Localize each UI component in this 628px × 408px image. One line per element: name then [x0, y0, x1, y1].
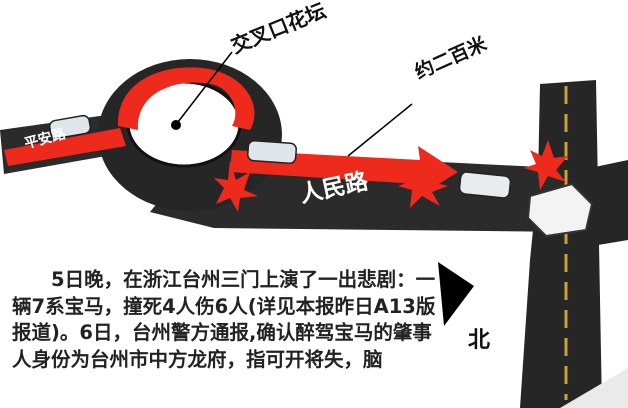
north-label: 北	[468, 328, 491, 353]
route-arrow-loop	[117, 67, 255, 130]
flowerbed-center-dot	[171, 120, 181, 130]
car-icon	[48, 114, 92, 140]
car-icon	[458, 171, 512, 199]
impact-burst-1	[214, 160, 258, 212]
impact-burst-2	[398, 164, 448, 208]
impact-burst-3	[524, 140, 568, 190]
east-road	[590, 160, 628, 246]
crashed-vehicle-icon	[526, 182, 594, 238]
flowerbed-pointer-line	[177, 51, 233, 123]
route-arrow-pingan	[4, 128, 126, 166]
article-body: 5日晚，在浙江台州三门上演了一出悲剧：一辆7系宝马，撞死4人伤6人(详见本报昨日…	[12, 267, 446, 373]
page-curl	[560, 368, 628, 408]
car-icon	[247, 140, 297, 164]
article-paragraph: 5日晚，在浙江台州三门上演了一出悲剧：一辆7系宝马，撞死4人伤6人(详见本报昨日…	[12, 268, 436, 371]
distance-pointer-line	[347, 103, 413, 157]
cross-road	[520, 80, 602, 408]
north-arrow-icon	[438, 262, 474, 326]
